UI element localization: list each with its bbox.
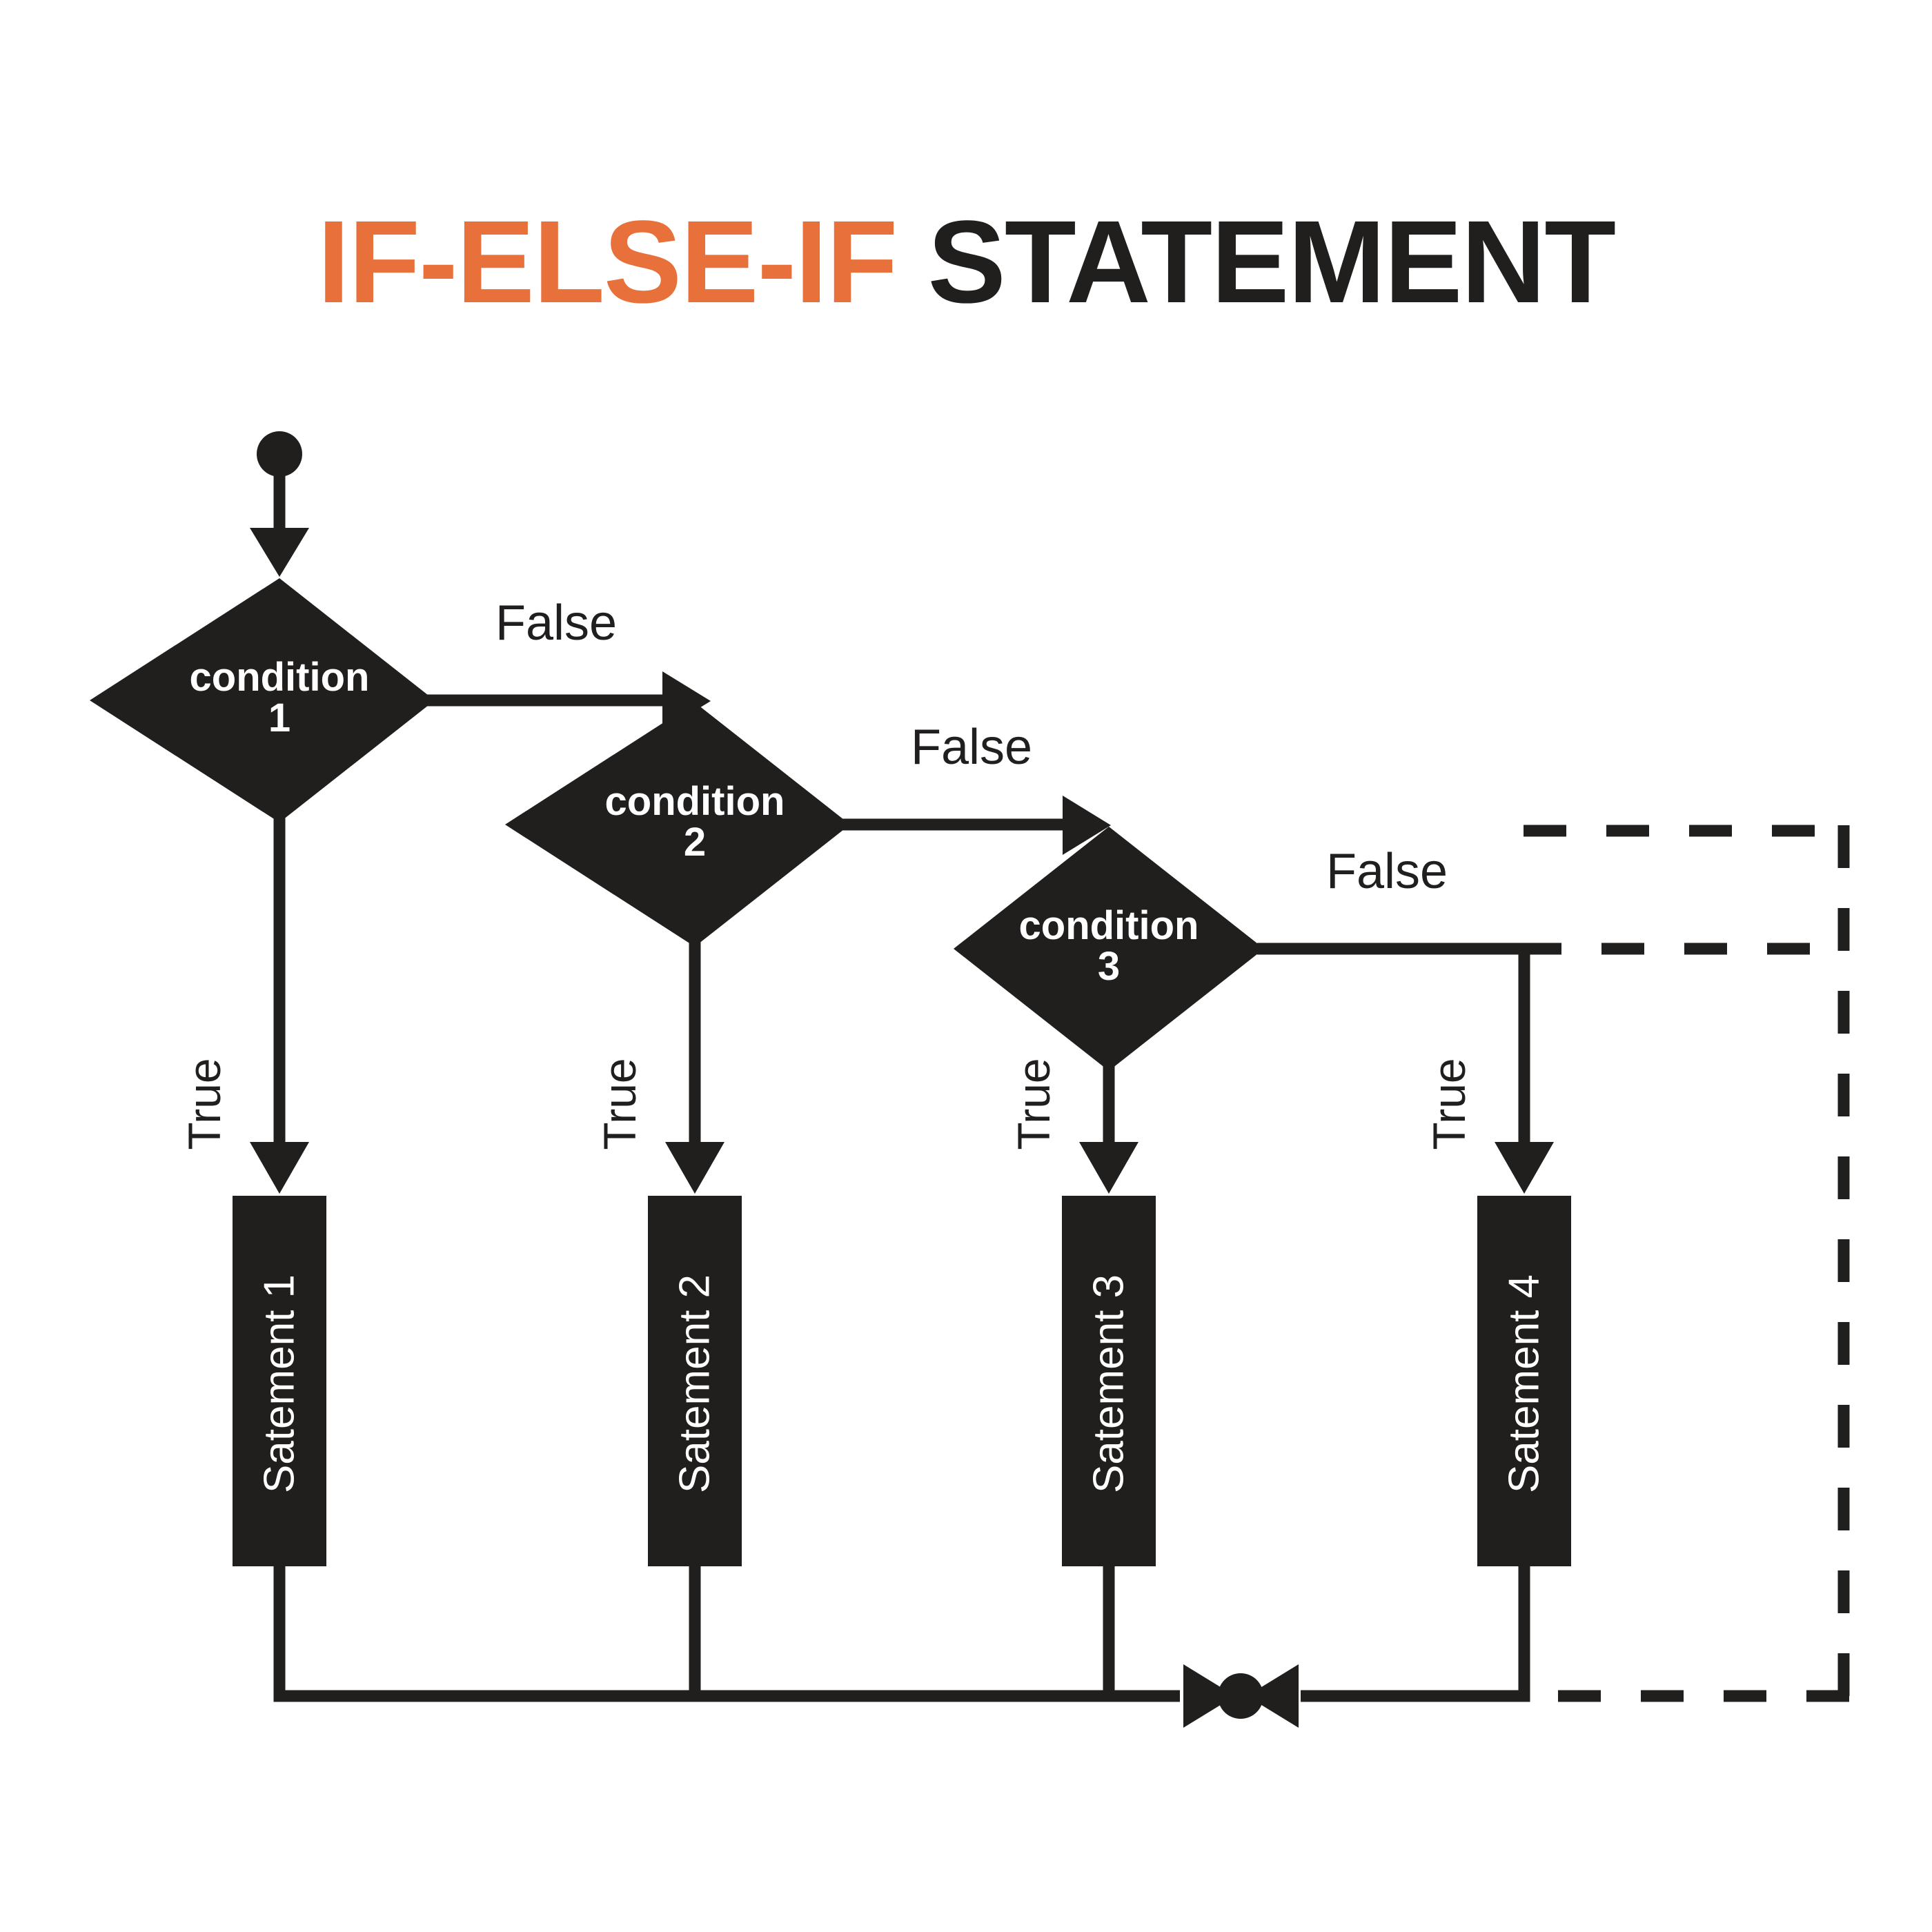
edge-statement4-to-merge (1301, 1565, 1530, 1702)
merge-arrow-left (1183, 1664, 1235, 1728)
process-node-statement-1 (233, 1196, 326, 1566)
title-dark-part: STATEMENT (896, 197, 1616, 328)
edge-condition3-true-to-statement3 (1079, 1063, 1138, 1194)
start-terminal-icon (257, 431, 302, 477)
process-node-statement-3 (1062, 1196, 1156, 1566)
page-title: IF-ELSE-IF STATEMENT (0, 204, 1932, 321)
merge-terminal-icon (1218, 1673, 1263, 1719)
edge-condition3-false-to-statement4 (1257, 943, 1554, 1194)
edge-start-to-condition1 (250, 464, 309, 577)
optional-else-path-dashed (1519, 825, 1850, 1702)
edge-condition1-true-to-statement1 (250, 814, 309, 1194)
edge-condition2-true-to-statement2 (665, 938, 724, 1194)
process-node-statement-2 (648, 1196, 742, 1566)
edge-condition2-false-to-condition3 (842, 796, 1111, 855)
decision-node-condition-2 (505, 702, 850, 947)
title-accent-part: IF-ELSE-IF (317, 197, 898, 328)
decision-node-condition-3 (954, 827, 1264, 1071)
process-node-statement-4 (1477, 1196, 1571, 1566)
edge-statement1-to-merge (273, 1565, 1180, 1702)
merge-arrow-right (1247, 1664, 1299, 1728)
decision-node-condition-1 (90, 578, 435, 822)
